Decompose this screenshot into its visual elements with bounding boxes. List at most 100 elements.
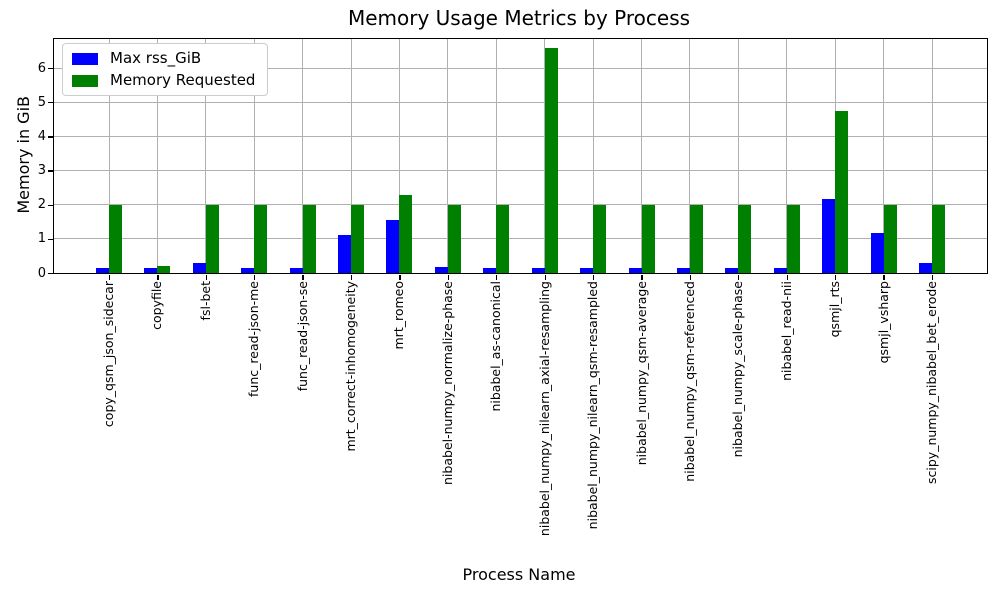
x-tick-label: nibabel_read-nii xyxy=(778,281,794,381)
x-gridline xyxy=(689,39,691,273)
bar-memory-requested xyxy=(689,204,703,273)
bar-max-rss xyxy=(870,233,884,273)
y-tick-mark xyxy=(48,67,53,70)
x-tick-mark xyxy=(641,275,643,280)
x-tick-label: nibabel_numpy_nilearn_qsm-resampled xyxy=(585,281,601,530)
y-tick-label: 0 xyxy=(37,265,46,281)
x-gridline xyxy=(495,39,497,273)
x-tick-mark xyxy=(592,275,595,280)
bar-memory-requested xyxy=(302,204,316,273)
bar-max-rss xyxy=(192,263,206,273)
bar-max-rss xyxy=(725,268,739,273)
x-gridline xyxy=(205,39,207,273)
bar-memory-requested xyxy=(205,204,219,273)
bar-max-rss xyxy=(96,267,109,273)
legend: Max rss_GiB Memory Requested xyxy=(62,43,269,96)
y-tick-label: 6 xyxy=(37,60,46,76)
legend-item-max-rss: Max rss_GiB xyxy=(72,51,255,66)
x-tick-label: scipy_numpy_nibabel_bet_erode xyxy=(924,281,939,484)
bar-memory-requested xyxy=(351,204,365,273)
y-tick-label: 1 xyxy=(37,231,46,247)
x-tick-mark xyxy=(931,275,934,280)
x-tick-mark xyxy=(883,275,885,280)
x-gridline xyxy=(883,39,885,273)
bar-memory-requested xyxy=(932,204,945,273)
legend-label-memory-requested: Memory Requested xyxy=(110,71,256,89)
plot-area: Max rss_GiB Memory Requested xyxy=(53,38,988,274)
bar-memory-requested xyxy=(835,110,849,273)
bar-max-rss xyxy=(676,268,690,273)
x-tick-mark xyxy=(544,275,546,280)
x-gridline xyxy=(931,39,933,273)
bar-max-rss xyxy=(822,198,836,273)
y-gridline xyxy=(54,204,987,206)
x-gridline xyxy=(350,39,352,273)
bar-memory-requested xyxy=(593,204,607,273)
x-tick-label: mrt_correct-inhomogeneity xyxy=(343,281,359,452)
x-tick-label: func_read-json-se xyxy=(294,281,310,392)
x-gridline xyxy=(447,39,449,273)
y-tick-mark xyxy=(48,272,53,275)
x-tick-mark xyxy=(738,275,740,280)
x-gridline xyxy=(737,39,739,273)
bar-memory-requested xyxy=(254,204,268,273)
x-tick-label: nibabel_numpy_nilearn_axial-resampling xyxy=(536,281,552,537)
bar-memory-requested xyxy=(496,204,510,273)
bar-memory-requested xyxy=(109,204,122,273)
bar-memory-requested xyxy=(157,265,171,273)
bar-max-rss xyxy=(773,268,787,273)
x-tick-mark xyxy=(496,275,498,280)
y-tick-mark xyxy=(48,170,53,172)
x-gridline xyxy=(786,39,788,273)
legend-item-memory-requested: Memory Requested xyxy=(72,73,255,88)
y-tick-mark xyxy=(48,204,53,206)
bar-max-rss xyxy=(289,267,303,273)
x-gridline xyxy=(108,39,110,273)
x-gridline xyxy=(592,39,594,273)
x-gridline xyxy=(253,39,255,273)
legend-label-max-rss: Max rss_GiB xyxy=(110,49,202,67)
x-tick-mark xyxy=(835,275,837,280)
x-tick-label: nibabel_numpy_qsm-referenced xyxy=(681,281,697,482)
x-tick-mark xyxy=(157,275,159,280)
x-tick-mark xyxy=(447,275,450,280)
y-gridline xyxy=(54,170,987,172)
bar-max-rss xyxy=(338,234,352,273)
x-tick-label: func_read-json-me xyxy=(246,281,262,397)
y-gridline xyxy=(54,67,987,69)
x-tick-mark xyxy=(399,275,401,280)
x-tick-mark xyxy=(205,275,207,280)
y-tick-mark xyxy=(48,102,53,104)
legend-swatch-memory-requested-icon xyxy=(72,74,98,87)
y-gridline xyxy=(54,238,987,240)
bar-max-rss xyxy=(531,268,545,273)
legend-swatch-max-rss-icon xyxy=(72,52,98,65)
x-gridline xyxy=(398,39,400,273)
bar-max-rss xyxy=(483,267,497,273)
y-gridline xyxy=(54,135,987,137)
bar-max-rss xyxy=(919,263,932,273)
x-tick-label: nibabel_numpy_qsm-average xyxy=(633,281,649,466)
x-tick-mark xyxy=(786,275,788,280)
bar-memory-requested xyxy=(544,47,558,273)
bar-memory-requested xyxy=(641,204,655,273)
x-tick-label: nibabel_numpy_scale-phase xyxy=(730,281,746,458)
x-tick-label: fsl-bet xyxy=(197,281,213,321)
y-tick-label: 3 xyxy=(37,163,46,179)
y-gridline xyxy=(54,101,987,103)
x-gridline xyxy=(156,39,158,273)
bar-max-rss xyxy=(628,268,642,273)
bar-memory-requested xyxy=(883,204,897,273)
bar-max-rss xyxy=(580,267,594,273)
bar-memory-requested xyxy=(786,204,800,273)
y-tick-mark xyxy=(48,238,53,240)
y-axis-label: Memory in GiB xyxy=(14,96,33,214)
bar-max-rss xyxy=(144,267,158,273)
x-tick-label: copyfile xyxy=(149,281,165,330)
y-tick-label: 5 xyxy=(37,94,46,110)
x-tick-mark xyxy=(350,275,353,280)
bar-memory-requested xyxy=(738,204,752,273)
y-tick-mark xyxy=(48,136,53,138)
x-tick-label: nibabel-numpy_normalize-phase xyxy=(439,281,455,485)
